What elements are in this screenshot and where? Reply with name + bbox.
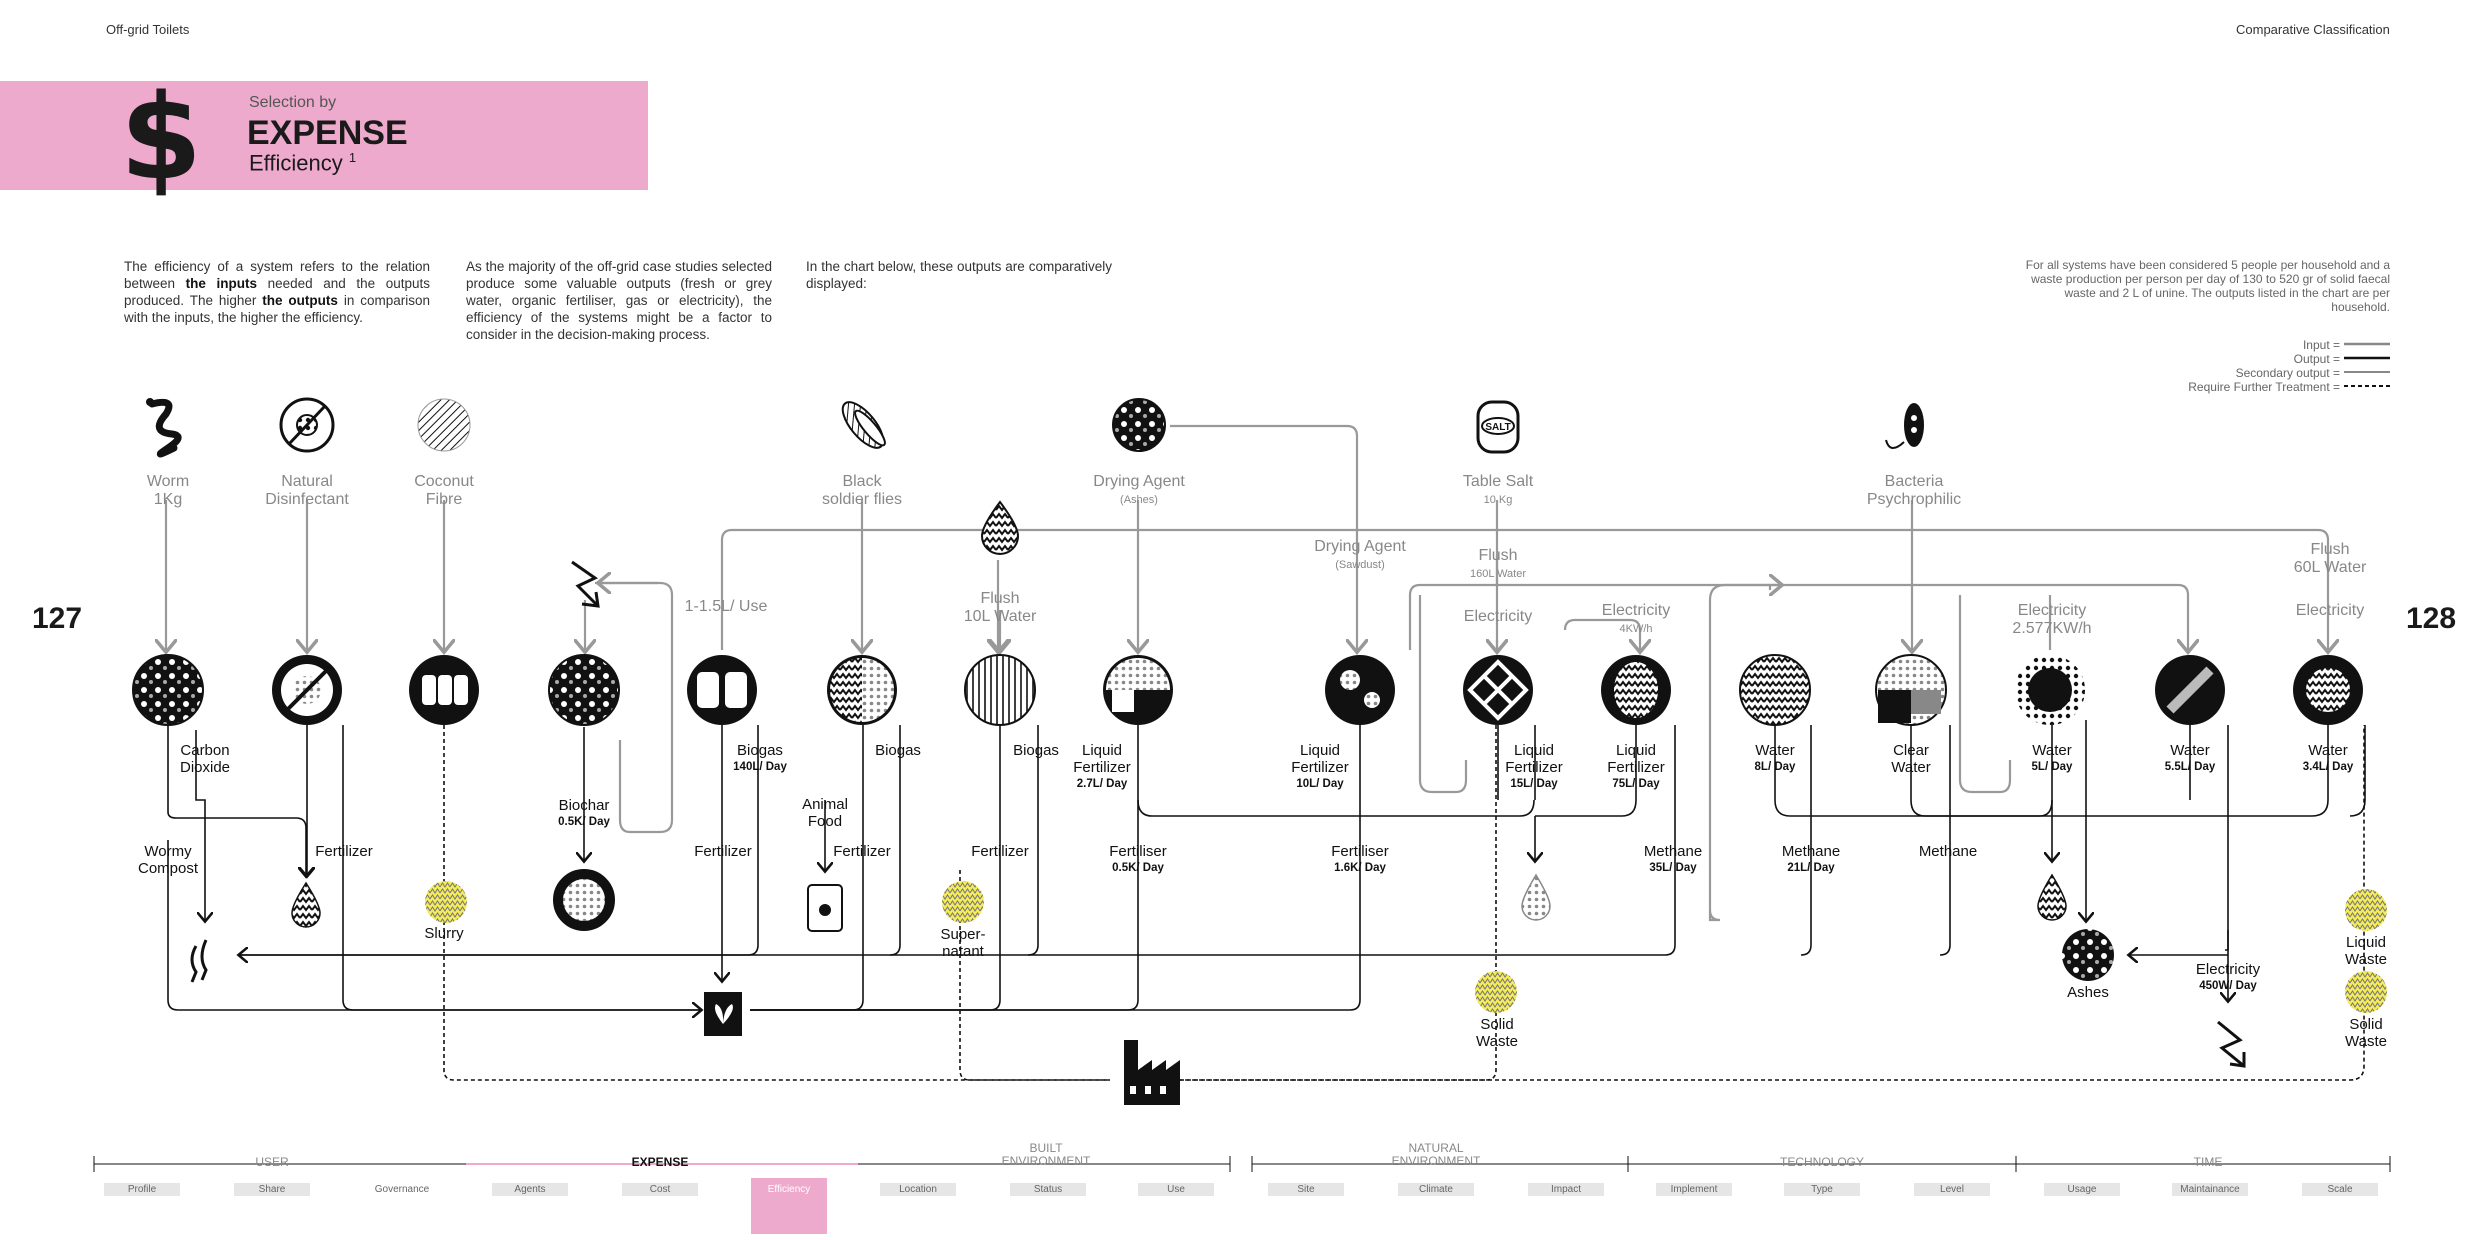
nav-tab-share[interactable]: Share (234, 1183, 310, 1196)
legend-lines (2344, 344, 2390, 386)
nav-tab-site[interactable]: Site (1268, 1183, 1344, 1196)
system-circles (133, 655, 2363, 725)
coconut-fibre-icon (418, 399, 470, 451)
nav-category-natural-environment[interactable]: NATURAL ENVIRONMENT (1386, 1142, 1486, 1168)
input-drying-agent-sawdust: Drying Agent(Sawdust) (1314, 538, 1406, 574)
output-water-8l: Water8L/ Day (1755, 742, 1796, 776)
nav-tab-scale[interactable]: Scale (2302, 1183, 2378, 1196)
input-drying-agent-ashes: Drying Agent(Ashes) (1093, 473, 1185, 509)
nav-tab-status[interactable]: Status (1010, 1183, 1086, 1196)
nav-tab-implement[interactable]: Implement (1656, 1183, 1732, 1196)
output-biogas-2: Biogas (875, 742, 921, 759)
nav-tab-profile[interactable]: Profile (104, 1183, 180, 1196)
nav-category-built-environment[interactable]: BUILT ENVIRONMENT (996, 1142, 1096, 1168)
nav-axis (94, 1156, 2390, 1172)
input-electricity-4: Electricity (2296, 602, 2364, 620)
electricity-icon (572, 562, 598, 606)
nav-tab-location[interactable]: Location (880, 1183, 956, 1196)
input-lines (166, 426, 2328, 920)
nav-tab-usage[interactable]: Usage (2044, 1183, 2120, 1196)
nav-tab-use[interactable]: Use (1138, 1183, 1214, 1196)
nav-tab-type[interactable]: Type (1784, 1183, 1860, 1196)
output-solid-waste-2: SolidWaste (2345, 1016, 2387, 1050)
nav-tab-level[interactable]: Level (1914, 1183, 1990, 1196)
output-fertilizer-1: Fertilizer (315, 843, 373, 860)
output-methane-21l: Methane21L/ Day (1782, 843, 1840, 877)
output-methane-3: Methane (1919, 843, 1977, 860)
output-biogas-3: Biogas (1013, 742, 1059, 759)
soldier-fly-icon (836, 396, 890, 454)
nav-tab-efficiency[interactable]: Efficiency (751, 1178, 827, 1234)
factory-icon (1124, 1040, 1180, 1105)
output-ashes: Ashes (2067, 984, 2109, 1001)
output-slurry: Slurry (424, 925, 463, 942)
output-icons (192, 874, 2387, 1013)
nav-tab-cost[interactable]: Cost (622, 1183, 698, 1196)
input-coconut-fibre: CoconutFibre (414, 473, 474, 509)
salt-bag-icon: SALT (1478, 402, 1518, 452)
electricity-output-icon (2218, 1022, 2244, 1066)
input-water-per-use: 1-1.5L/ Use (685, 598, 768, 616)
ashes-icon (1113, 399, 1165, 451)
fertilizer-bag-icon (704, 992, 742, 1036)
output-supernatant: Super-natant (940, 926, 985, 960)
nav-tab-impact[interactable]: Impact (1528, 1183, 1604, 1196)
nav-tab-climate[interactable]: Climate (1398, 1183, 1474, 1196)
bacteria-icon (1886, 403, 1924, 448)
output-fertilizer-3: Fertilizer (833, 843, 891, 860)
disinfectant-icon (281, 399, 333, 451)
water-drop-icon (982, 502, 1018, 554)
nav-category-expense[interactable]: EXPENSE (632, 1156, 689, 1169)
salt-label: SALT (1485, 422, 1510, 433)
output-fertilizer-2: Fertilizer (694, 843, 752, 860)
nav-tab-maintainance[interactable]: Maintainance (2172, 1183, 2248, 1196)
output-fertilizer-4: Fertilizer (971, 843, 1029, 860)
input-bacteria: BacteriaPsychrophilic (1867, 473, 1961, 509)
nav-tab-governance[interactable]: Governance (364, 1183, 440, 1196)
input-electricity-1: Electricity (1464, 608, 1532, 626)
nav-category-technology[interactable]: TECHNOLOGY (1780, 1156, 1864, 1169)
worm-icon (146, 398, 178, 454)
nav-category-time[interactable]: TIME (2194, 1156, 2223, 1169)
nav-tab-agents[interactable]: Agents (492, 1183, 568, 1196)
nav-category-user[interactable]: USER (255, 1156, 288, 1169)
